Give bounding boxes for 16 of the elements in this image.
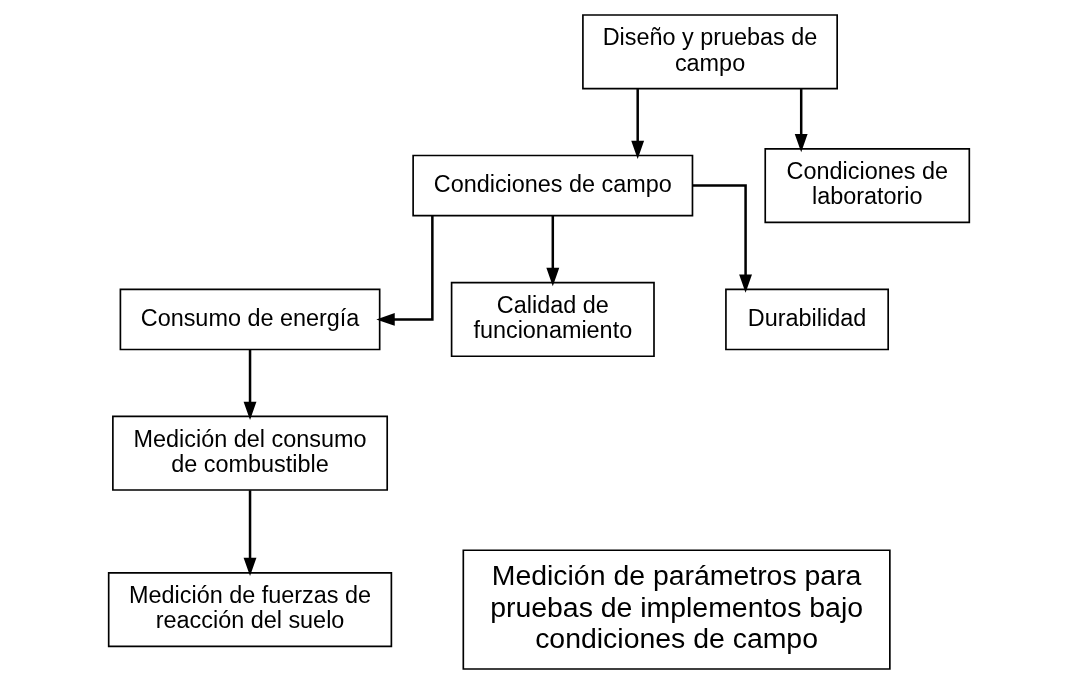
node-box: Calidad de funcionamiento xyxy=(450,281,655,358)
node-box: Diseño y pruebas de campo xyxy=(581,14,838,90)
arrow xyxy=(375,215,434,326)
node-box: Condiciones de laboratorio xyxy=(763,147,970,224)
node-box: Medición de parámetros para pruebas de implementos bajo condiciones de campo xyxy=(461,549,891,670)
arrow xyxy=(545,215,559,287)
arrow xyxy=(794,89,808,153)
arrow xyxy=(630,89,644,160)
arrow xyxy=(692,184,752,293)
node-box: Condiciones de campo xyxy=(411,154,693,217)
node-box: Medición de fuerzas de reacción del suelo xyxy=(107,572,392,648)
node-box: Durabilidad xyxy=(724,288,889,351)
arrow xyxy=(243,349,256,421)
node-box: Medición del consumo de combustible xyxy=(111,415,388,491)
arrow xyxy=(243,490,256,577)
node-box: Consumo de energía xyxy=(119,288,380,351)
